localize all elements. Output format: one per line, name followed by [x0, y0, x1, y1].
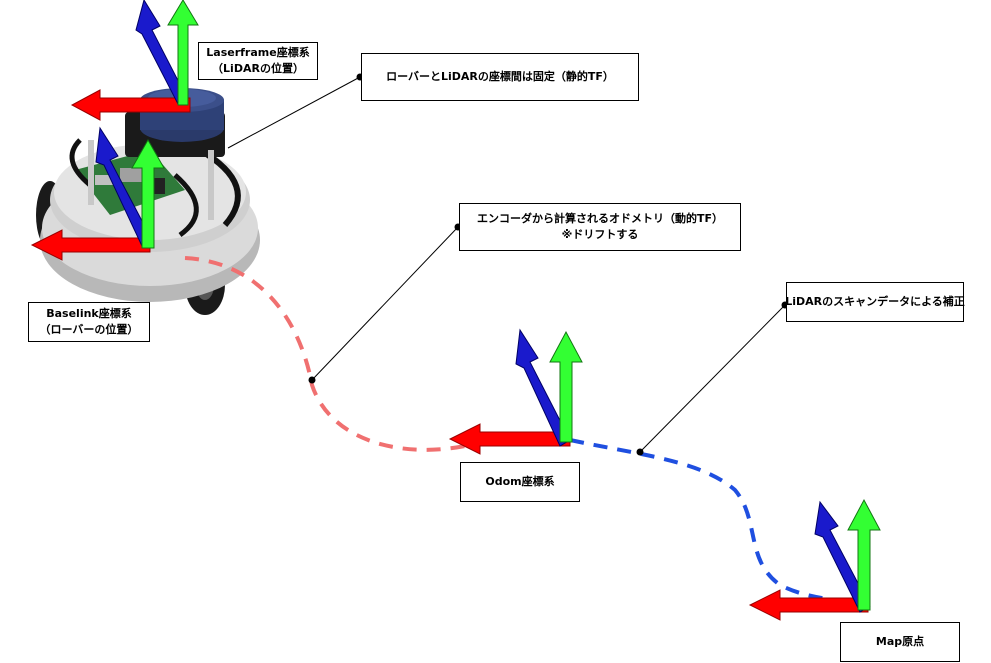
odom-drift-path — [184, 256, 571, 452]
callout-lines — [227, 73, 789, 456]
static-tf-leader — [227, 76, 361, 149]
odom-y-arrow — [549, 330, 583, 443]
map-label: Map原点 — [840, 622, 960, 662]
dynamic-tf-label: エンコーダから計算されるオドメトリ（動的TF） ※ドリフトする — [459, 203, 741, 251]
laserframe-axes — [70, 0, 199, 121]
laserframe-z-arrow — [135, 0, 189, 105]
baselink-label: Baselink座標系 （ローバーの位置） — [28, 302, 150, 342]
map-y-arrow — [847, 498, 881, 611]
static-tf-label: ローバーとLiDARの座標間は固定（静的TF） — [361, 53, 639, 101]
lidar-correction-leader — [639, 304, 786, 453]
odom-z-arrow — [515, 328, 571, 447]
baselink-x-arrow — [30, 229, 151, 261]
baselink-axes — [30, 126, 165, 261]
map-x-arrow — [748, 589, 869, 621]
laserframe-label: Laserframe座標系 （LiDARの位置） — [198, 42, 318, 80]
odom-axes — [448, 328, 583, 455]
odom-label: Odom座標系 — [460, 462, 580, 502]
map-z-arrow — [814, 500, 871, 613]
laserframe-x-arrow — [70, 89, 191, 121]
lidar-correction-path — [569, 438, 869, 605]
map-axes — [748, 498, 881, 621]
dynamic-tf-leader — [311, 226, 459, 381]
odom-x-arrow — [448, 423, 571, 455]
laserframe-y-arrow — [167, 0, 199, 106]
baselink-z-arrow — [95, 126, 153, 247]
baselink-y-arrow — [131, 138, 165, 249]
lidar-correction-label: LiDARのスキャンデータによる補正 — [785, 282, 965, 322]
